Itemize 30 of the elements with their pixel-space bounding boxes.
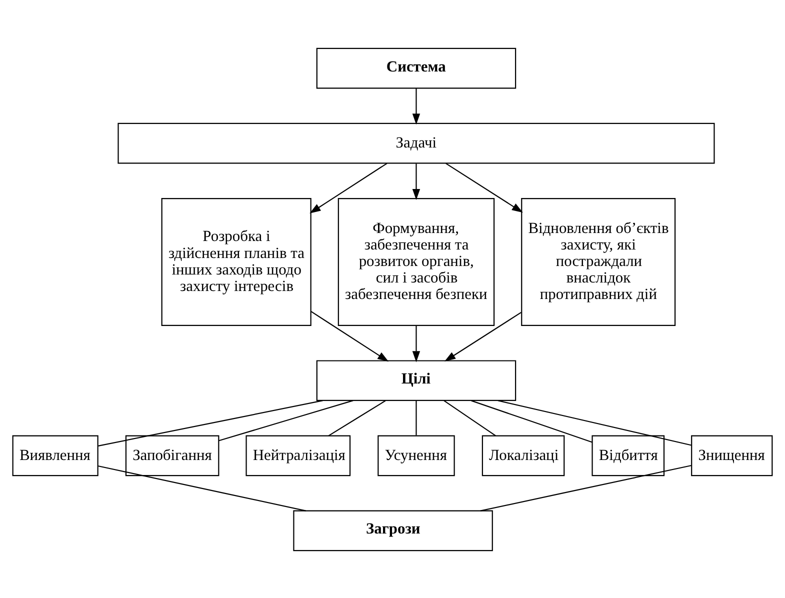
connector bbox=[444, 400, 496, 436]
connector bbox=[98, 464, 306, 511]
node-box: Знищення bbox=[691, 434, 773, 476]
node-box: Виявлення bbox=[12, 434, 98, 476]
node-box: Цілі bbox=[316, 360, 516, 401]
node-box: Нейтралізація bbox=[246, 434, 351, 476]
connector bbox=[218, 400, 354, 441]
connector bbox=[480, 464, 692, 511]
node-box: Загрози bbox=[293, 510, 493, 551]
connector bbox=[471, 400, 592, 442]
node-box: Відбиття bbox=[592, 434, 665, 476]
connector bbox=[98, 400, 323, 446]
node-box: Відновлення об’єктів захисту, які постраждали внаслідок протиправних дій bbox=[521, 197, 676, 326]
arrow bbox=[446, 162, 523, 212]
connector bbox=[416, 400, 417, 435]
arrow bbox=[444, 311, 522, 361]
node-box: Формування, забезпечення та розвиток органів, сил і засобів забезпечення безпеки bbox=[338, 197, 495, 326]
arrow bbox=[412, 163, 420, 200]
node-box: Розробка і здійснення планів та інших заходів щодо захисту інтересів bbox=[161, 197, 312, 326]
node-box: Усунення bbox=[378, 434, 455, 476]
node-box: Локалізаці bbox=[482, 434, 565, 476]
arrow bbox=[310, 162, 388, 213]
connector bbox=[498, 400, 692, 446]
node-box: Система bbox=[316, 47, 516, 88]
arrow bbox=[412, 325, 420, 362]
node-box: Задачі bbox=[118, 122, 715, 164]
arrow bbox=[412, 88, 420, 124]
connector bbox=[328, 400, 386, 436]
node-box: Запобігання bbox=[125, 434, 220, 476]
arrow bbox=[310, 310, 389, 362]
